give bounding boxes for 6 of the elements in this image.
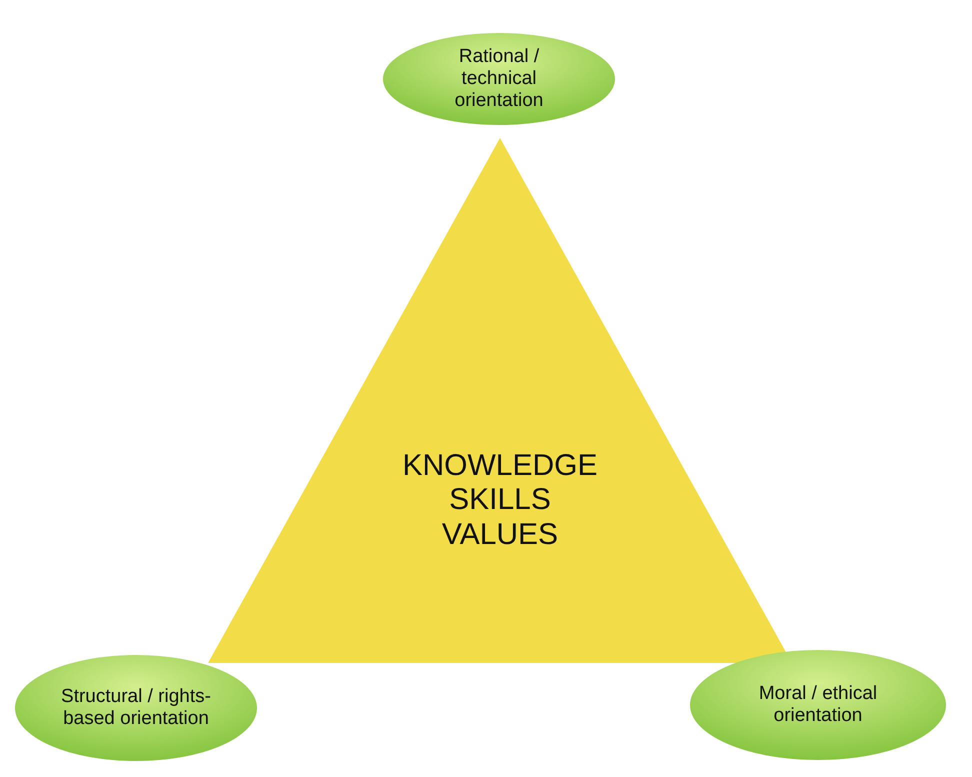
- node-label: Rational / technical orientation: [454, 46, 544, 112]
- node-label: Moral / ethical orientation: [758, 683, 878, 727]
- node-label: SKILLS: [449, 483, 551, 518]
- node-label: VALUES: [442, 518, 558, 552]
- node-label: Structural / rights-based orientation: [60, 686, 212, 730]
- node-label: KNOWLEDGE: [402, 448, 598, 484]
